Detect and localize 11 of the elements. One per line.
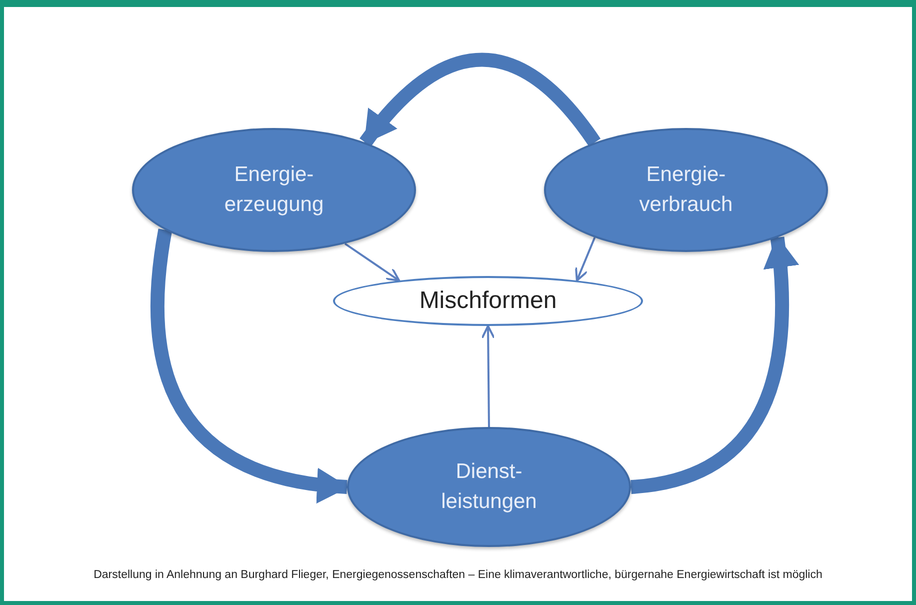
- node-label: Mischformen: [419, 286, 557, 316]
- node-label: Dienst- leistungen: [440, 458, 538, 515]
- curved-block-arrow: [630, 236, 798, 494]
- curved-block-arrow: [150, 228, 349, 502]
- caption: Darstellung in Anlehnung an Burghard Flieger, Energiegenossenschaften – Eine klimaverantwortliche, bürgernahe Energiewirtschaft ist möglich: [94, 569, 822, 581]
- arrow: [481, 325, 496, 428]
- curved-block-arrow: [360, 52, 600, 147]
- arrow: [574, 237, 596, 282]
- arrow: [344, 242, 400, 282]
- node-label: Energie- verbrauch: [638, 162, 734, 218]
- node-label: Energie- erzeugung: [223, 162, 325, 218]
